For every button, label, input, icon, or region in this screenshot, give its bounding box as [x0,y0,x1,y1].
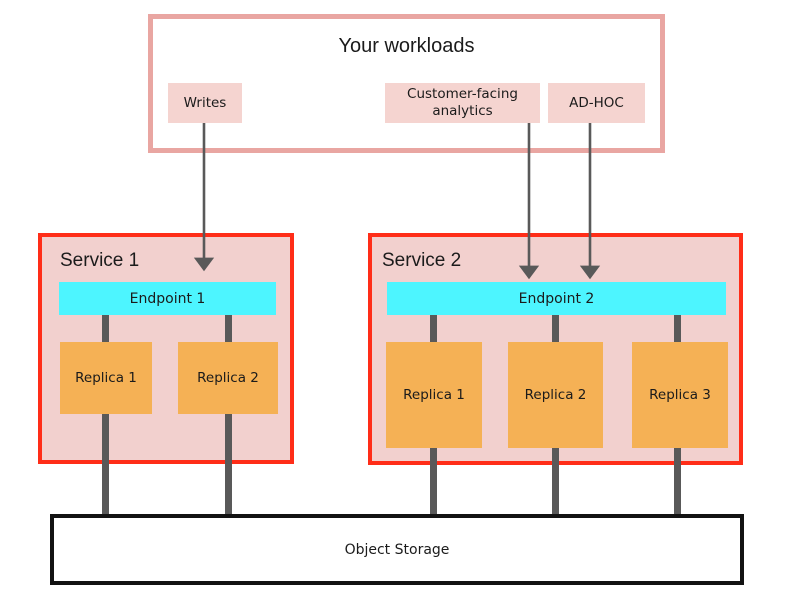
service-1-replica-1[interactable]: Replica 1 [60,342,152,414]
pipe-service1-replica1-storage [102,414,109,518]
workloads-title: Your workloads [338,35,475,57]
pipe-endpoint1-replica2 [225,315,232,343]
pipe-endpoint1-replica1 [102,315,109,343]
workload-chip-writes[interactable]: Writes [168,83,242,123]
pipe-endpoint2-replica3 [674,315,681,343]
service-1-label: Service 1 [60,250,140,271]
service-2-replica-2[interactable]: Replica 2 [508,342,603,448]
pipe-service2-replica2-storage [552,448,559,518]
workload-chip-ad-hoc[interactable]: AD-HOC [548,83,645,123]
endpoint-1[interactable]: Endpoint 1 [59,282,276,315]
pipe-endpoint2-replica1 [430,315,437,343]
pipe-endpoint2-replica2 [552,315,559,343]
workload-chip-customer-facing-analytics[interactable]: Customer-facing analytics [385,83,540,123]
endpoint-2[interactable]: Endpoint 2 [387,282,726,315]
service-2-replica-1[interactable]: Replica 1 [386,342,482,448]
service-2-label: Service 2 [382,250,462,271]
object-storage-box[interactable]: Object Storage [50,514,744,585]
service-2-replica-3[interactable]: Replica 3 [632,342,728,448]
service-1-replica-2[interactable]: Replica 2 [178,342,278,414]
pipe-service1-replica2-storage [225,414,232,518]
pipe-service2-replica3-storage [674,448,681,518]
pipe-service2-replica1-storage [430,448,437,518]
